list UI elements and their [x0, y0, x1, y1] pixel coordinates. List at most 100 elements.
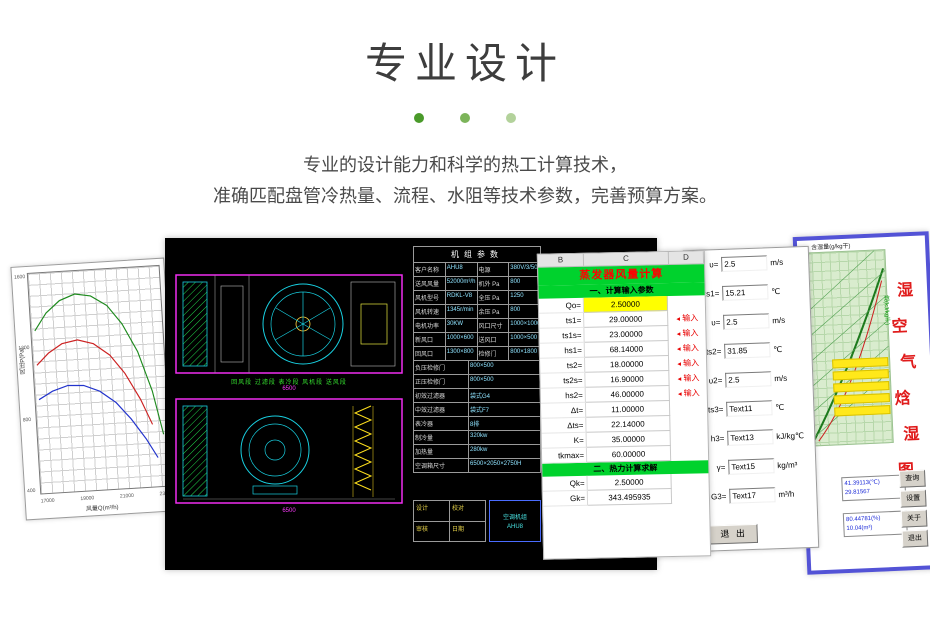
cell-value[interactable]: 29.00000	[584, 311, 669, 328]
form-row: G3= Text17 m³/h	[692, 479, 817, 512]
right-axis-label: 焓(kJ/kg干)	[882, 295, 890, 326]
field-input[interactable]: 2.5	[721, 255, 768, 272]
field-unit: kg/m³	[777, 460, 798, 471]
cell-value[interactable]: 60.00000	[586, 446, 672, 463]
field-input[interactable]: 31.85	[724, 342, 771, 359]
row-label: Δts=	[541, 417, 587, 434]
param-label: 空调箱尺寸	[414, 459, 469, 473]
ahu-plan-drawing	[175, 274, 403, 374]
param-label: 中效过滤器	[414, 403, 469, 417]
window-button[interactable]: 退出	[901, 529, 929, 548]
filter-section	[182, 405, 208, 497]
param-label: 送风风量	[414, 277, 446, 291]
row-label: tkmax=	[541, 447, 588, 464]
dot-icon	[414, 113, 424, 123]
dimension-label: 6500	[282, 386, 296, 392]
param-label: 加热量	[414, 445, 469, 459]
window-button[interactable]: 设置	[899, 489, 927, 508]
x-tick: 21000	[119, 492, 135, 500]
input-link[interactable]	[671, 430, 708, 446]
input-link[interactable]	[670, 415, 707, 431]
window-button[interactable]: 查询	[898, 469, 926, 488]
title-block-cell: 校对	[450, 501, 486, 522]
field-input[interactable]: 2.5	[723, 313, 770, 330]
input-link[interactable]	[670, 400, 707, 416]
table-row: 空调箱尺寸 6500×2050×2750H	[413, 459, 541, 473]
param-value: 800	[509, 277, 541, 291]
field-unit: m/s	[772, 315, 786, 326]
table-row: 正压检修门 800×500	[413, 375, 541, 389]
param-value: 8排	[469, 417, 541, 431]
exit-button[interactable]: 退 出	[709, 523, 759, 545]
cell-value[interactable]: 343.495935	[587, 489, 673, 506]
row-label: Qk=	[542, 475, 588, 492]
param-value: 1000×500	[509, 333, 541, 347]
cell-value[interactable]: 18.00000	[585, 356, 670, 373]
table-row: 风机型号 RDKL-V8 全压 Pa 1250	[413, 291, 541, 305]
field-input[interactable]: Text13	[727, 429, 774, 446]
row-label: ts1=	[539, 312, 585, 329]
y-tick: 800	[22, 416, 32, 424]
column-header[interactable]: C	[583, 252, 670, 266]
param-value: 280kw	[469, 445, 541, 459]
readout-line: 10.04(m³)	[846, 524, 873, 533]
table-row: 加热量 280kw	[413, 445, 541, 459]
row-label: Gk=	[542, 490, 589, 507]
column-header[interactable]: D	[668, 251, 705, 265]
cell-value[interactable]: 23.00000	[584, 326, 669, 343]
cell-value[interactable]: 2.50000	[583, 296, 669, 313]
psychro-curves-svg	[804, 250, 890, 444]
row-label: ts1s=	[539, 327, 585, 344]
param-value: 1000×1000	[509, 319, 541, 333]
param-label: 正压检修门	[414, 375, 469, 389]
cell-value[interactable]: 16.90000	[585, 371, 670, 388]
segment-labels: 回风段 过滤段 表冷段 风机段 送风段	[231, 380, 347, 386]
table-title: 机组参数	[413, 246, 541, 263]
param-label: 机外 Pa	[477, 277, 510, 291]
field-input[interactable]: 2.5	[725, 371, 772, 388]
column-header[interactable]: B	[537, 253, 585, 267]
input-link[interactable]: 输入	[668, 310, 705, 326]
param-value: 52000m³/h	[445, 277, 478, 291]
param-value: 800×500	[469, 361, 541, 375]
table-row: 送风风量 52000m³/h 机外 Pa 800	[413, 277, 541, 291]
dot-icon	[506, 113, 516, 123]
param-value: AHU8	[445, 263, 478, 277]
y-axis-label: 风压P(Pa)	[19, 347, 27, 375]
field-input[interactable]: Text15	[728, 458, 775, 475]
input-link[interactable]	[671, 445, 708, 461]
param-value: 1300×800	[445, 347, 478, 361]
x-tick: 17000	[40, 497, 55, 505]
field-input[interactable]: Text11	[726, 400, 773, 417]
power-curve	[38, 384, 159, 458]
param-value: 320kw	[469, 431, 541, 445]
drawing-name: 空调机组	[502, 515, 527, 521]
input-link[interactable]: 输入	[669, 340, 706, 356]
readout-line: 29.81567	[844, 489, 871, 497]
input-link[interactable]: 输入	[669, 370, 706, 386]
title-block-cell: 日期	[450, 521, 486, 542]
cell-value[interactable]: 22.14000	[586, 416, 671, 433]
input-link[interactable]: 输入	[668, 325, 705, 341]
ahu-section-drawing	[175, 398, 403, 504]
cell-value[interactable]: 11.00000	[585, 401, 671, 418]
field-unit: ℃	[775, 402, 785, 413]
cell-value[interactable]: 46.00000	[585, 386, 670, 403]
field-input[interactable]: 15.21	[722, 284, 769, 301]
input-link[interactable]: 输入	[670, 385, 707, 401]
dot-icon	[460, 113, 470, 123]
cell-value[interactable]: 35.00000	[586, 431, 671, 448]
field-input[interactable]: Text17	[729, 487, 776, 504]
cell-value[interactable]: 2.50000	[587, 474, 672, 491]
table-row: 客户名称 AHU8 电源 380V/3/50	[413, 263, 541, 277]
window-button[interactable]: 关于	[900, 509, 928, 528]
table-row: 表冷器 8排	[413, 417, 541, 431]
chart-title-vertical: 湿空气焓湿图	[891, 276, 922, 481]
cell-value[interactable]: 68.14000	[584, 341, 669, 358]
drawing-code: AHU8	[506, 524, 523, 530]
field-unit: kJ/kg℃	[776, 431, 805, 442]
input-link[interactable]	[668, 295, 705, 311]
input-link[interactable]: 输入	[669, 355, 706, 371]
